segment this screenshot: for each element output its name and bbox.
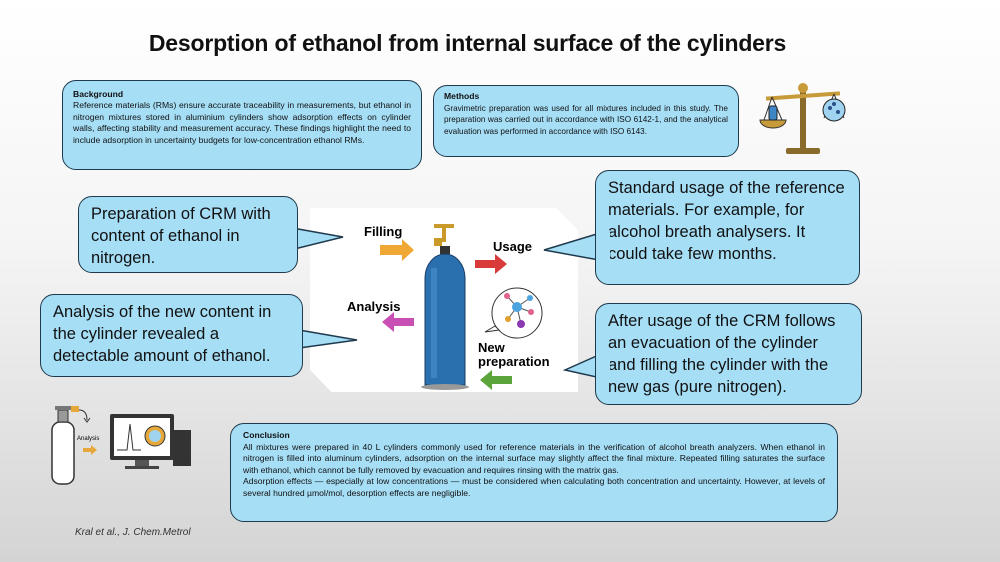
methods-box: Methods Gravimetric preparation was used… (433, 85, 739, 157)
background-heading: Background (73, 89, 124, 99)
molecule-bubble-icon (484, 287, 543, 339)
callout-evacuation: After usage of the CRM follows an evacua… (595, 303, 862, 405)
lifecycle-diagram-art: Filling Usage Analysis New preparation (347, 224, 550, 390)
label-usage: Usage (493, 239, 532, 254)
citation: Kral et al., J. Chem.Metrol (75, 527, 191, 538)
conclusion-box: Conclusion All mixtures were prepared in… (230, 423, 838, 522)
analysis-arrow-icon (382, 312, 414, 332)
new-preparation-arrow-icon (480, 370, 512, 390)
label-analysis: Analysis (347, 299, 400, 314)
conclusion-paragraph-1: All mixtures were prepared in 40 L cylin… (243, 441, 825, 475)
gas-cylinder-icon (421, 224, 469, 390)
methods-text: Gravimetric preparation was used for all… (444, 103, 728, 136)
methods-heading: Methods (444, 91, 480, 101)
usage-arrow-icon (475, 254, 507, 274)
label-filling: Filling (364, 224, 402, 239)
label-new-1: New (478, 340, 506, 355)
cylinder-to-computer-analysis-icon: Analysis (51, 406, 191, 485)
callout-analysis: Analysis of the new content in the cylin… (40, 294, 303, 377)
background-box: Background Reference materials (RMs) ens… (62, 80, 422, 170)
analysis-icon-label: Analysis (77, 436, 99, 442)
background-text: Reference materials (RMs) ensure accurat… (73, 100, 411, 145)
callout-preparation: Preparation of CRM with content of ethan… (78, 196, 298, 273)
conclusion-paragraph-2: Adsorption effects — especially at low c… (243, 476, 825, 498)
callout-usage: Standard usage of the reference material… (595, 170, 860, 285)
balance-scale-icon (759, 83, 846, 154)
page-title: Desorption of ethanol from internal surf… (148, 30, 787, 56)
label-new-2: preparation (478, 354, 550, 369)
filling-arrow-icon (380, 239, 414, 261)
conclusion-heading: Conclusion (243, 430, 290, 440)
